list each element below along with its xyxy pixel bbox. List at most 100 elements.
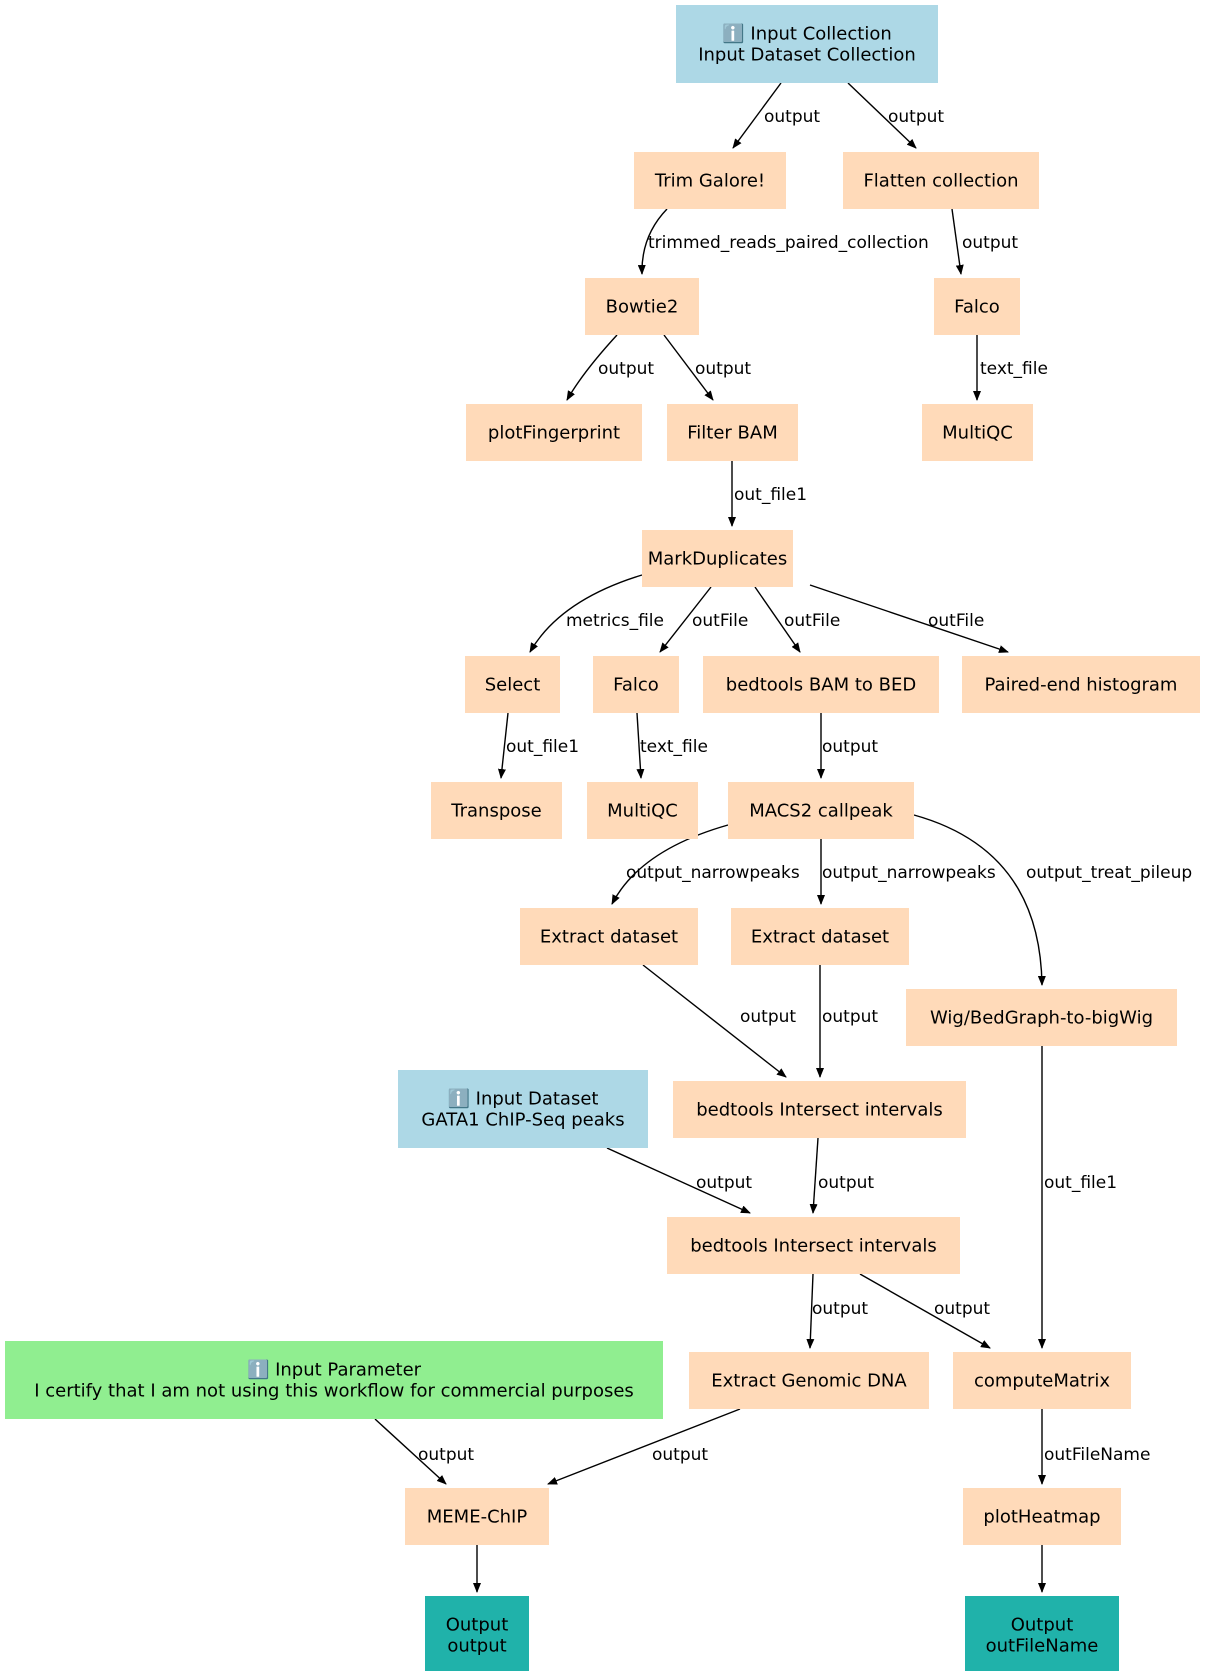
node-box [593,656,679,713]
edge-arrow [659,586,712,653]
edge-label: out_file1 [506,737,579,757]
edge-label: output [598,359,654,379]
node-title: Extract dataset [751,926,889,947]
node-title: bedtools Intersect intervals [690,1235,937,1256]
edge-arrow [529,574,643,653]
node-box [405,1488,549,1545]
node-extract-genomic-dna: Extract Genomic DNA [689,1352,929,1409]
node-bedtools-intersect-2: bedtools Intersect intervals [667,1217,960,1274]
edge-label: output [812,1299,868,1319]
node-title: plotFingerprint [488,422,620,443]
node-title: Output [1011,1614,1074,1635]
edge-macs2_callpeak-to-extract_dataset_2: output_narrowpeaks [817,839,996,905]
edge-arrow [497,712,509,779]
node-title: Extract Genomic DNA [711,1370,907,1391]
edge-arrow [636,712,645,779]
node-box [965,1596,1119,1671]
edge-label: output [740,1007,796,1027]
edge-markduplicates-to-bedtools_bam_to_bed: outFile [754,586,840,653]
node-title: Wig/BedGraph-to-bigWig [930,1007,1153,1028]
node-computematrix: computeMatrix [953,1352,1131,1409]
node-trim-galore: Trim Galore! [634,152,786,209]
node-subtitle: output [447,1635,506,1656]
node-title: Select [485,674,541,695]
node-box [642,530,793,587]
node-box [587,782,698,839]
node-title: Falco [954,296,1000,317]
edge-filter_bam-to-markduplicates: out_file1 [728,461,807,527]
node-title: computeMatrix [974,1370,1110,1391]
edge-bowtie2-to-plotfingerprint: output [566,334,654,401]
node-flatten-collection: Flatten collection [843,152,1039,209]
node-title: bedtools Intersect intervals [696,1099,943,1120]
node-title: MACS2 callpeak [749,800,893,821]
edge-bedtools_intersect_1-to-bedtools_intersect_2: output [809,1137,874,1214]
edge-bedtools_intersect_2-to-computematrix: output [859,1273,991,1349]
edge-label: output [888,107,944,127]
edge-extract_dataset_2-to-bedtools_intersect_1: output [816,965,878,1078]
node-box [703,656,939,713]
node-box [906,989,1177,1046]
node-box [431,782,562,839]
node-falco-1: Falco [934,278,1020,335]
edge-label: output [652,1445,708,1465]
edge-label: out_file1 [1044,1173,1117,1193]
edge-input_dataset-to-bedtools_intersect_2: output [606,1147,752,1214]
edge-markduplicates-to-select: metrics_file [529,574,664,653]
node-title: MarkDuplicates [648,548,788,569]
node-box [585,278,699,335]
edge-label: output [695,359,751,379]
edge-arrow [754,586,801,653]
node-title: Extract dataset [540,926,678,947]
node-box [466,404,642,461]
edge-bedtools_bam_to_bed-to-macs2_callpeak: output [817,713,878,779]
edge-label: output [418,1445,474,1465]
node-bowtie2: Bowtie2 [585,278,699,335]
node-title: ℹ️ Input Collection [722,22,892,44]
edge-label: text_file [980,359,1048,379]
node-box [922,404,1033,461]
node-title: Transpose [450,800,541,821]
node-wig-to-bigwig: Wig/BedGraph-to-bigWig [906,989,1177,1046]
node-extract-dataset-2: Extract dataset [731,908,909,965]
node-subtitle: outFileName [986,1635,1099,1656]
node-multiqc-1: MultiQC [922,404,1033,461]
node-bedtools-bam-to-bed: bedtools BAM to BED [703,656,939,713]
node-plotheatmap: plotHeatmap [963,1488,1121,1545]
node-subtitle: GATA1 ChIP-Seq peaks [421,1109,624,1130]
node-title: ℹ️ Input Parameter [247,1358,422,1380]
edge-label: outFileName [1044,1445,1150,1465]
edge-label: output [764,107,820,127]
node-box [398,1070,648,1148]
edge-arrow [663,334,714,401]
node-title: Filter BAM [687,422,778,443]
node-subtitle: Input Dataset Collection [698,44,916,65]
node-box [953,1352,1131,1409]
edge-label: output_narrowpeaks [626,863,800,883]
node-title: Trim Galore! [654,170,765,191]
edge-arrow [374,1418,447,1485]
edge-label: output_narrowpeaks [822,863,996,883]
edge-arrow [547,1408,741,1485]
edge-label: output [818,1173,874,1193]
edge-arrow [809,584,1009,653]
node-title: bedtools BAM to BED [726,674,916,695]
edge-label: outFile [928,611,984,631]
edge-label: outFile [784,611,840,631]
edge-label: output [934,1299,990,1319]
edge-label: metrics_file [566,611,664,631]
edge-input_collection-to-flatten_collection: output [847,82,944,149]
node-box [963,1488,1121,1545]
node-plotfingerprint: plotFingerprint [466,404,642,461]
edge-computematrix-to-plotheatmap: outFileName [1038,1409,1150,1485]
node-box [520,908,698,965]
edge-label: output [962,233,1018,253]
edge-arrow [637,208,668,275]
edge-arrow [642,964,787,1078]
node-falco-2: Falco [593,656,679,713]
edge-flatten_collection-to-falco_1: output [951,208,1018,275]
edge-markduplicates-to-paired_end_histogram: outFile [809,584,1009,653]
node-box [843,152,1039,209]
